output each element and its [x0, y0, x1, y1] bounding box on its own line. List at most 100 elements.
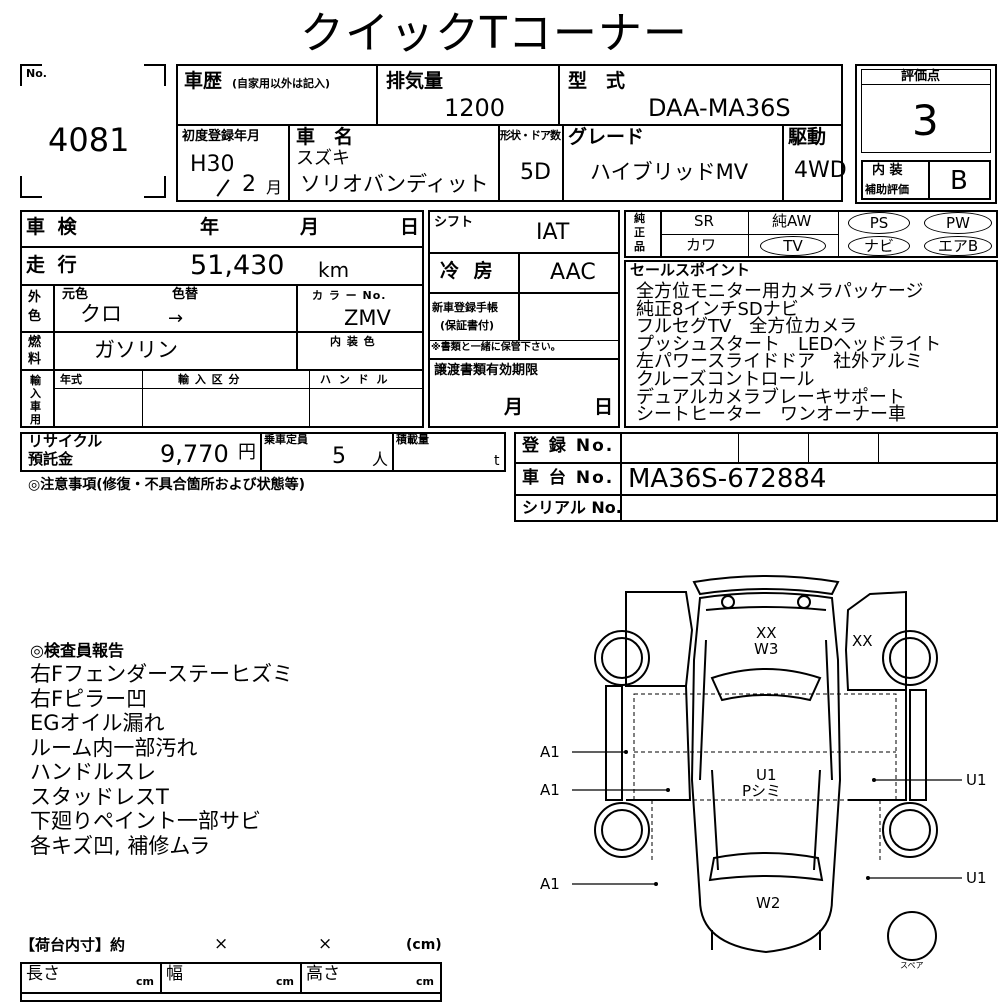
exterior-color-label: 外色: [28, 290, 42, 324]
lot-box: No. 4081: [20, 64, 166, 198]
caution-label: ◎注意事項(修復・不具合箇所および状態等): [28, 477, 306, 493]
cargo-dimensions-table: [20, 962, 442, 1002]
displacement-value: 1200: [444, 94, 506, 122]
report-item: ハンドルスレ: [30, 760, 156, 784]
damage-roof-2: Pシミ: [742, 782, 782, 800]
navi-option-circled: ナビ: [848, 236, 910, 256]
damage-left-3: A1: [540, 875, 560, 893]
ac-option-circled: エアB: [924, 236, 992, 256]
aircon-label: 冷 房: [440, 260, 497, 282]
damage-right-1: U1: [966, 771, 987, 789]
inspection-label: 車 検: [26, 216, 80, 238]
cargo-x-2: ×: [318, 934, 333, 954]
report-item: 右Fピラー凹: [30, 686, 148, 711]
damage-hood-2: W3: [754, 640, 779, 658]
model-value: DAA-MA36S: [648, 94, 791, 122]
interior-value: B: [950, 166, 968, 196]
grade-label: グレード: [568, 126, 645, 148]
orig-color-value: クロ: [80, 302, 122, 326]
alloy-wheel-option: 純AW: [772, 212, 812, 230]
model-label: 型 式: [568, 70, 626, 92]
sales-point: プッシュスタート LEDヘッドライト: [636, 333, 942, 355]
drive-label: 駆動: [788, 126, 827, 148]
displacement-label: 排気量: [386, 70, 444, 92]
inspection-month-unit: 月: [300, 216, 320, 238]
serial-label: シリアル No.: [522, 498, 622, 517]
new-reg-note: ※書類と一緒に保管下さい。: [431, 342, 561, 353]
score-box: [855, 64, 997, 204]
import-category-label: 輸 入 区 分: [178, 373, 241, 386]
mileage-unit: km: [318, 258, 350, 282]
cargo-width-unit: cm: [276, 975, 294, 988]
car-name: ソリオバンディット: [300, 172, 489, 196]
load-unit: t: [494, 453, 500, 469]
new-reg-label: 新車登録手帳: [432, 301, 498, 314]
first-reg-month-unit: 月: [266, 178, 283, 197]
capacity-value: 5: [332, 444, 346, 469]
report-item: 下廻りペイント一部サビ: [30, 809, 261, 833]
page-title: クイックTコーナー: [300, 8, 688, 59]
damage-left-2: A1: [540, 781, 560, 799]
first-reg-label: 初度登録年月: [182, 129, 261, 144]
color-arrow: →: [168, 308, 184, 329]
damage-rear: W2: [756, 894, 781, 912]
spare-tire-label: スペア: [900, 961, 924, 970]
sales-point: クルーズコントロール: [636, 368, 815, 390]
cargo-x-1: ×: [214, 934, 229, 954]
damage-right-2: U1: [966, 869, 987, 887]
shift-label: シフト: [434, 215, 474, 230]
sales-point: シートヒーター ワンオーナー車: [636, 404, 906, 426]
reg-no-label: 登 録 No.: [522, 436, 615, 456]
report-label: ◎検査員報告: [30, 641, 124, 660]
load-label: 積載量: [396, 433, 429, 446]
orig-color-label: 元色: [62, 287, 89, 302]
history-label: 車歴: [184, 70, 223, 92]
cargo-height-unit: cm: [416, 975, 434, 988]
first-reg-month: 2: [242, 172, 256, 197]
mileage-label: 走 行: [26, 254, 80, 276]
capacity-unit: 人: [372, 450, 389, 469]
damage-right-fender: XX: [852, 632, 873, 650]
pw-option-circled: PW: [924, 212, 992, 234]
transfer-label: 譲渡書類有効期限: [434, 363, 539, 378]
inspection-year-unit: 年: [200, 216, 220, 238]
recycle-block: [20, 432, 506, 472]
sr-option: SR: [694, 212, 714, 230]
cargo-width-label: 幅: [166, 964, 183, 984]
sales-points-block: [624, 260, 998, 428]
sales-points-list: 全方位モニター用カメラパッケージ 純正8インチSDナビ フルセグTV 全方位カメ…: [636, 283, 941, 424]
transfer-day-unit: 日: [594, 396, 614, 418]
leather-option: カワ: [686, 236, 717, 254]
shift-block: [428, 210, 620, 428]
import-label: 輸入車用: [30, 374, 41, 426]
inspection-day-unit: 日: [400, 216, 420, 238]
damage-hood: XX: [756, 624, 777, 642]
sales-point: 全方位モニター用カメラパッケージ: [636, 281, 924, 302]
transfer-month-unit: 月: [504, 396, 524, 418]
equipment-block: [624, 210, 998, 258]
score-label: 評価点: [901, 69, 941, 84]
report-item: 右Fフェンダーステーヒズミ: [30, 662, 294, 686]
sales-point: フルセグTV 全方位カメラ: [636, 316, 858, 338]
fuel-label: 燃料: [28, 335, 42, 367]
color-code-value: ZMV: [344, 306, 391, 330]
aircon-value: AAC: [550, 260, 596, 285]
fuel-value: ガソリン: [94, 338, 178, 362]
sales-points-label: セールスポイント: [630, 261, 751, 279]
shift-value: IAT: [536, 220, 570, 245]
registration-block: [514, 432, 998, 522]
grade-value: ハイブリッドMV: [590, 160, 749, 184]
report-item: スタッドレスT: [30, 784, 169, 809]
lot-number: 4081: [48, 121, 130, 159]
car-name-label: 車 名: [296, 126, 354, 148]
interior-label: 内 装: [872, 163, 903, 178]
car-damage-diagram: [572, 575, 962, 961]
sales-point: 左パワースライドドア 社外アルミ: [636, 351, 923, 373]
recycle-value: 9,770: [160, 440, 229, 468]
mileage-value: 51,430: [190, 250, 285, 281]
drive-value: 4WD: [794, 158, 847, 183]
cargo-height-label: 高さ: [306, 964, 340, 984]
recycle-label-2: 預託金: [28, 450, 74, 468]
tv-option-circled: TV: [760, 236, 826, 256]
report-item: EGオイル漏れ: [30, 711, 165, 735]
